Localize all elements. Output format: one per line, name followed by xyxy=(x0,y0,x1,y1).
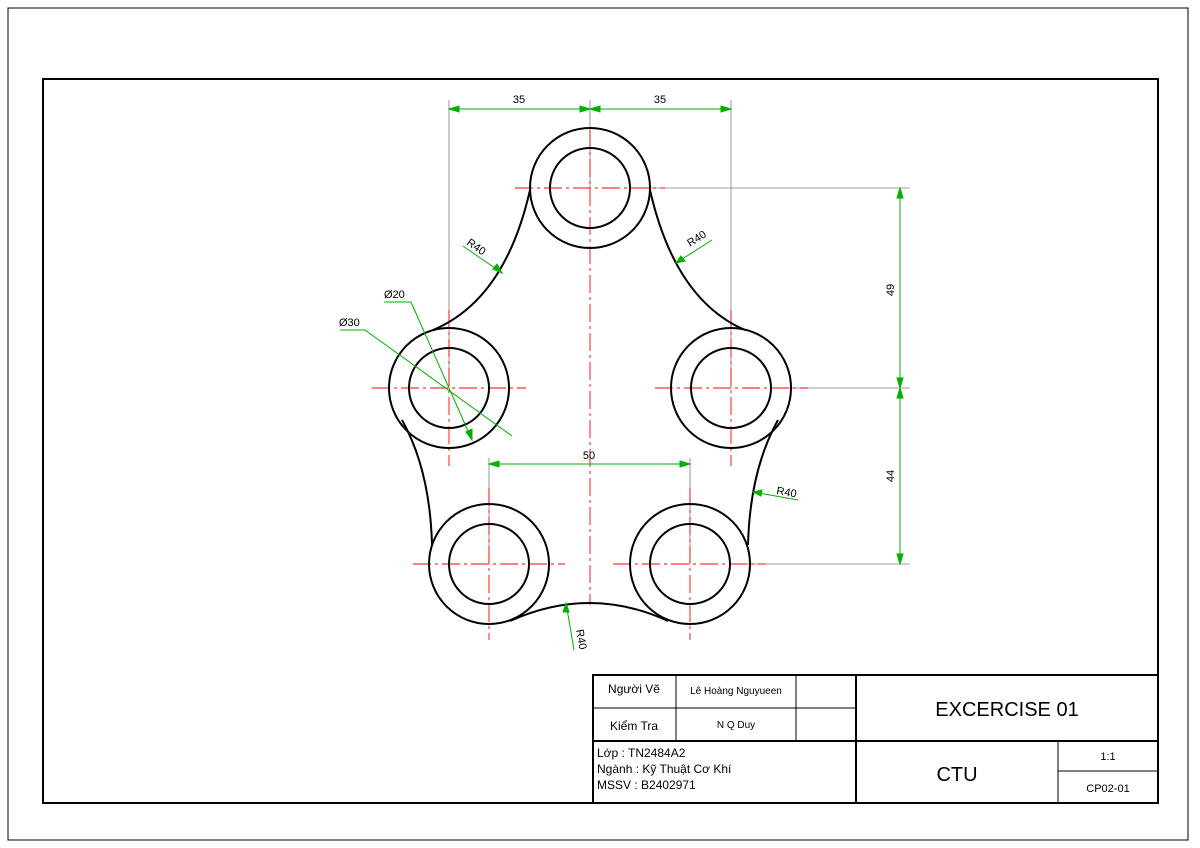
drawing-title: EXCERCISE 01 xyxy=(935,699,1078,721)
bottom-left-boss-outer xyxy=(428,503,550,625)
right-hole xyxy=(690,347,772,429)
drawn-by-label: Người Vẽ xyxy=(608,682,660,696)
bottom-right-boss-outer xyxy=(629,503,751,625)
class-line: Lớp : TN2484A2 xyxy=(597,746,686,760)
left-boss-outer xyxy=(388,327,510,449)
bottom-left-hole xyxy=(448,523,530,605)
boss-circles xyxy=(388,127,792,625)
title-block xyxy=(592,674,1159,804)
extension-lines xyxy=(448,100,910,565)
dim-radius-bottom: R40 xyxy=(573,628,588,650)
dim-top-left: 35 xyxy=(513,94,525,106)
outer-sheet-border xyxy=(7,7,1189,841)
dim-vertical-lower: 44 xyxy=(885,470,897,482)
checked-by-label: Kiểm Tra xyxy=(610,719,658,733)
bottom-right-hole xyxy=(649,523,731,605)
upper-left-fillet xyxy=(432,189,531,331)
drawing-frame xyxy=(42,78,1159,804)
top-boss-outer xyxy=(529,127,651,249)
dim-middle-width: 50 xyxy=(583,450,595,462)
upper-right-fillet xyxy=(649,189,746,331)
fillet-arcs xyxy=(401,189,779,622)
dim-top-right: 35 xyxy=(654,94,666,106)
dim-radius-upper-right: R40 xyxy=(685,229,708,250)
left-hole xyxy=(408,347,490,429)
dimension-lines xyxy=(340,105,904,651)
drawn-by-name: Lê Hoàng Nguyueen xyxy=(690,686,782,697)
left-fillet xyxy=(401,419,433,546)
dim-diameter-outer: Ø30 xyxy=(339,317,360,329)
school-name: CTU xyxy=(936,764,977,786)
student-id-line: MSSV : B2402971 xyxy=(597,778,696,792)
dim-radius-right: R40 xyxy=(775,485,797,500)
major-line: Ngành : Kỹ Thuật Cơ Khí xyxy=(597,762,732,776)
right-boss-outer xyxy=(670,327,792,449)
dim-vertical-upper: 49 xyxy=(885,284,897,296)
center-lines xyxy=(372,130,808,640)
checked-by-name: N Q Duy xyxy=(717,720,755,731)
scale-value: 1:1 xyxy=(1100,751,1115,763)
drawing-code: CP02-01 xyxy=(1086,783,1129,795)
dim-diameter-inner: Ø20 xyxy=(384,289,405,301)
top-hole xyxy=(549,147,631,229)
bottom-fillet xyxy=(509,602,669,622)
right-fillet xyxy=(747,419,779,546)
